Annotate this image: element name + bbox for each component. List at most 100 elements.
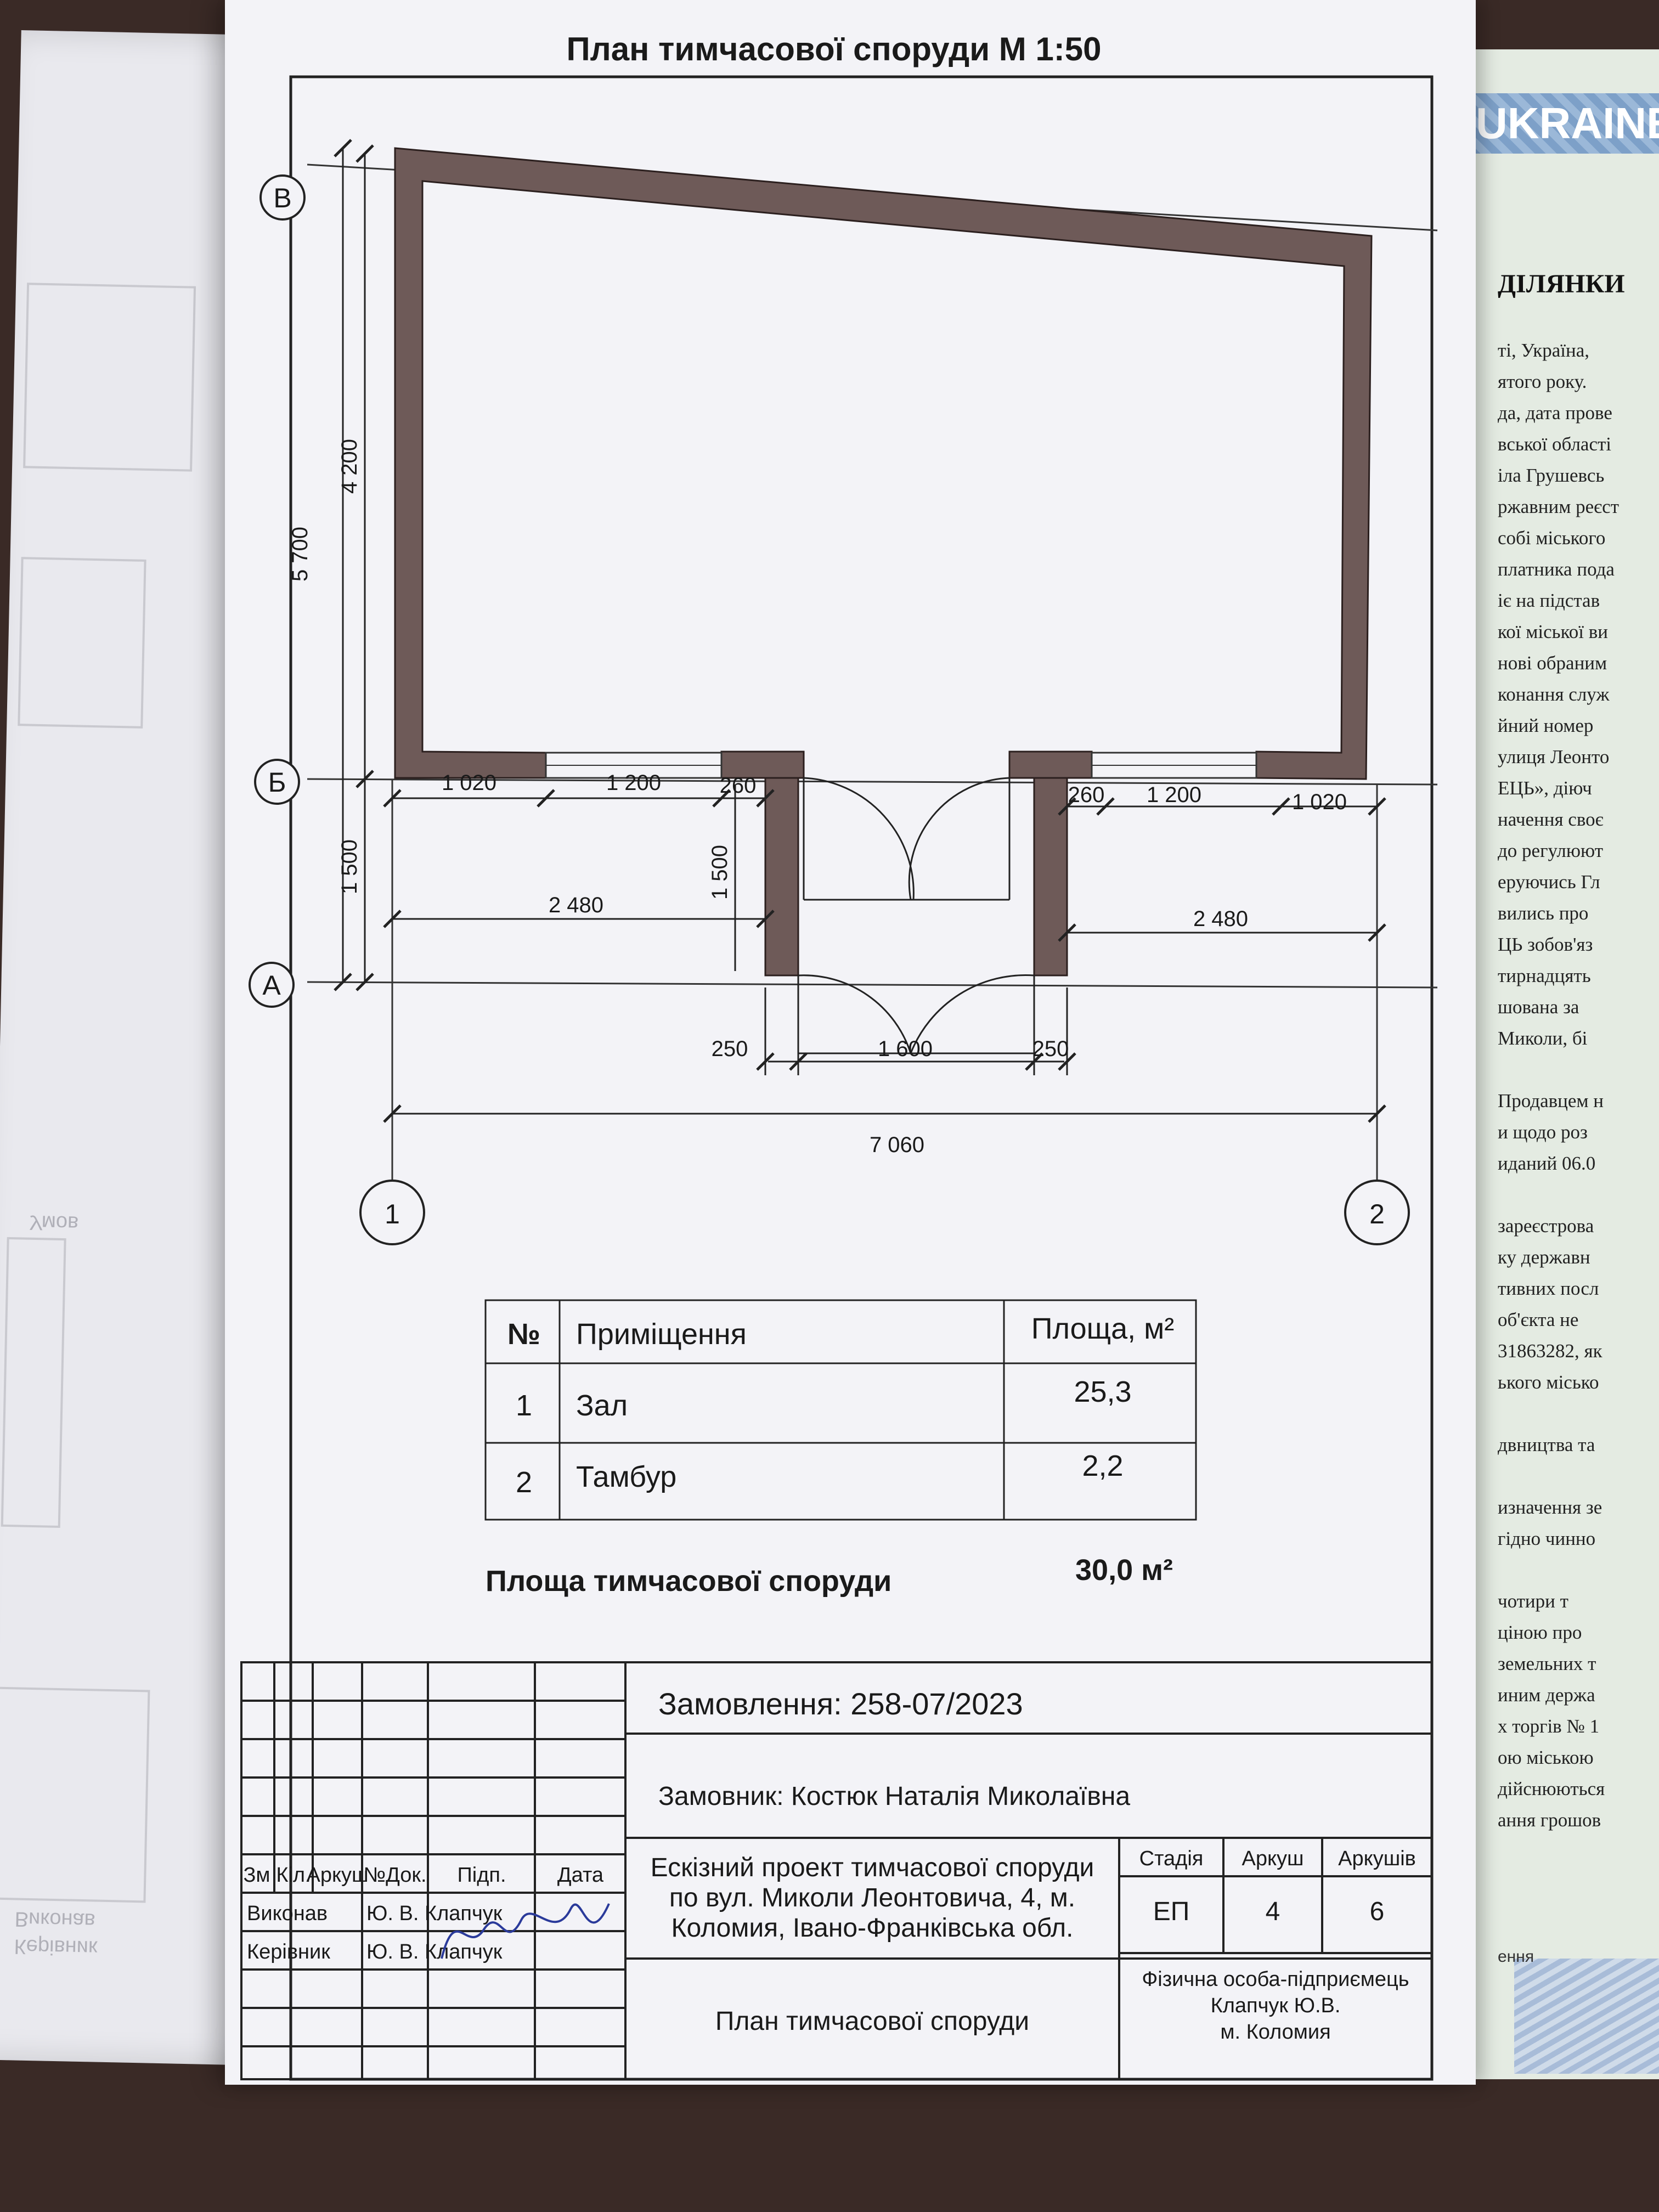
drawing-sheet: План тимчасової споруди М 1:50 В Б А 1 2 [225,0,1476,2085]
certificate-line: Миколи, бі [1498,1028,1588,1049]
tb-stage-value: ЕП [1153,1897,1190,1926]
certificate-line [1498,1398,1659,1429]
tb-sheet-label: Аркуш [1242,1847,1304,1870]
certificate-line: тирнадцять [1498,965,1591,986]
tb-col-zm: Зм [243,1864,270,1887]
certificate-line: и щодо роз [1498,1121,1588,1143]
certificate-line: ятого року. [1498,371,1587,392]
axis-bubble-b [254,759,300,805]
certificate-line: платника пода [1498,558,1615,580]
dim-left-lower: 1 500 [337,839,362,894]
tb-project-line-2: по вул. Миколи Леонтовича, 4, м. [669,1883,1075,1912]
tb-role-manager: Керівник [247,1940,330,1963]
certificate-line: тивних посл [1498,1278,1599,1299]
certificate-stamp-band [1514,1959,1659,2074]
certificate-line: х торгів № 1 [1498,1716,1600,1737]
certificate-line: ою міською [1498,1747,1594,1768]
certificate-line: двництва та [1498,1434,1595,1455]
certificate-line: об'єкта не [1498,1309,1579,1330]
certificate-line: начення своє [1498,809,1604,830]
certificate-line: чотири т [1498,1590,1568,1612]
title-block-grid [240,1661,1433,2080]
signature [441,1903,610,1959]
dimension-ticks [334,139,1386,1123]
tb-order: Замовлення: 258-07/2023 [658,1686,1023,1721]
table-row-2-area: 2,2 [1082,1449,1123,1482]
dim-top-left-3: 260 [720,774,757,798]
axis-line-a [307,981,1438,989]
axis-label-a: А [262,970,281,1001]
table-row-1-name: Зал [576,1389,628,1422]
tb-company-line-3: м. Коломия [1220,2021,1330,2044]
certificate-line [1498,1054,1659,1085]
ghost-table [23,283,196,472]
dim-top-left-1: 1 020 [442,771,496,795]
axis-bubble-2 [1344,1180,1410,1245]
certificate-line: гідно чинно [1498,1528,1596,1549]
table-row-2-name: Тамбур [576,1460,676,1493]
table-header-room: Приміщення [576,1318,747,1351]
dim-left-upper: 4 200 [337,439,362,494]
axis-bubble-1 [359,1180,425,1245]
certificate-footer: ення [1498,1948,1534,1966]
drawing-svg: План тимчасової споруди М 1:50 В Б А 1 2 [240,31,1438,2081]
axis-label-b: Б [268,767,286,798]
certificate-line: вської області [1498,433,1612,455]
certificate-line: йний номер [1498,715,1594,736]
vestibule-wall-right [1033,777,1068,977]
dim-top-right-3: 1 020 [1292,790,1347,814]
certificate-line: ання грошов [1498,1809,1601,1831]
dimension-lines [342,148,1377,1115]
table-row-1-num: 1 [516,1389,532,1422]
certificate-line: до регулюют [1498,840,1604,861]
certificate-line: улиця Леонто [1498,746,1610,768]
certificate-line: іє на підстав [1498,590,1600,611]
dim-bottom-1: 250 [712,1037,748,1061]
tb-sheet-title: План тимчасової споруди [715,2007,1029,2036]
table-header-num: № [507,1318,540,1351]
inner-door-swing-right [908,777,1010,900]
dim-top-right-1: 260 [1068,783,1105,807]
ghost-table [18,557,146,729]
outer-door-swing-right [910,974,1035,1054]
certificate-line: ті, Україна, [1498,340,1590,361]
certificate-line: еруючись Гл [1498,871,1600,893]
dim-left-total: 5 700 [288,527,312,582]
certificate-line: ького місько [1498,1372,1599,1393]
tb-col-kil: Кіл. [276,1864,311,1887]
certificate-line: ціною про [1498,1622,1582,1643]
tb-role-executor: Виконав [247,1902,328,1925]
axis-label-2: 2 [1369,1199,1385,1229]
tb-col-doc: №Док. [363,1864,426,1887]
total-area-value: 30,0 м² [1075,1554,1173,1587]
certificate-line: конання служ [1498,684,1610,705]
certificate-line: дійснюються [1498,1778,1605,1799]
certificate-line: иним держа [1498,1684,1595,1706]
tb-sheet-value: 4 [1266,1897,1280,1926]
certificate-heading: ДІЛЯНКИ [1498,269,1625,298]
certificate-line: вились про [1498,902,1589,924]
certificate-line [1498,1554,1659,1585]
certificate-line: изначення зе [1498,1497,1602,1518]
certificate-line [1498,1179,1659,1210]
tb-company-line-2: Клапчук Ю.В. [1211,1994,1341,2017]
ghost-title-block [0,1686,150,1903]
tb-stage-label: Стадія [1139,1847,1204,1870]
certificate-line: собі міського [1498,527,1606,549]
inner-door-swing-left [803,777,915,900]
dim-overall: 7 060 [870,1133,924,1157]
dim-bottom-2: 1 600 [878,1037,933,1061]
dim-top-left-2: 1 200 [606,771,661,795]
axis-line-b [307,778,1438,786]
tb-name-executor: Ю. В. Клапчук [366,1902,503,1925]
tb-company-line-1: Фізична особа-підприємець [1142,1968,1409,1991]
outer-door-swing-left [798,974,912,1054]
certificate-line: зареєстрова [1498,1215,1594,1237]
certificate-line: ржавним реєст [1498,496,1619,517]
certificate-line: кої міської ви [1498,621,1609,642]
certificate-line: ЕЦЬ», діюч [1498,777,1592,799]
dim-mid-right: 2 480 [1193,907,1248,931]
dim-top-right-2: 1 200 [1147,783,1201,807]
axis-label-1: 1 [385,1199,400,1229]
ghost-legend [1,1237,66,1528]
